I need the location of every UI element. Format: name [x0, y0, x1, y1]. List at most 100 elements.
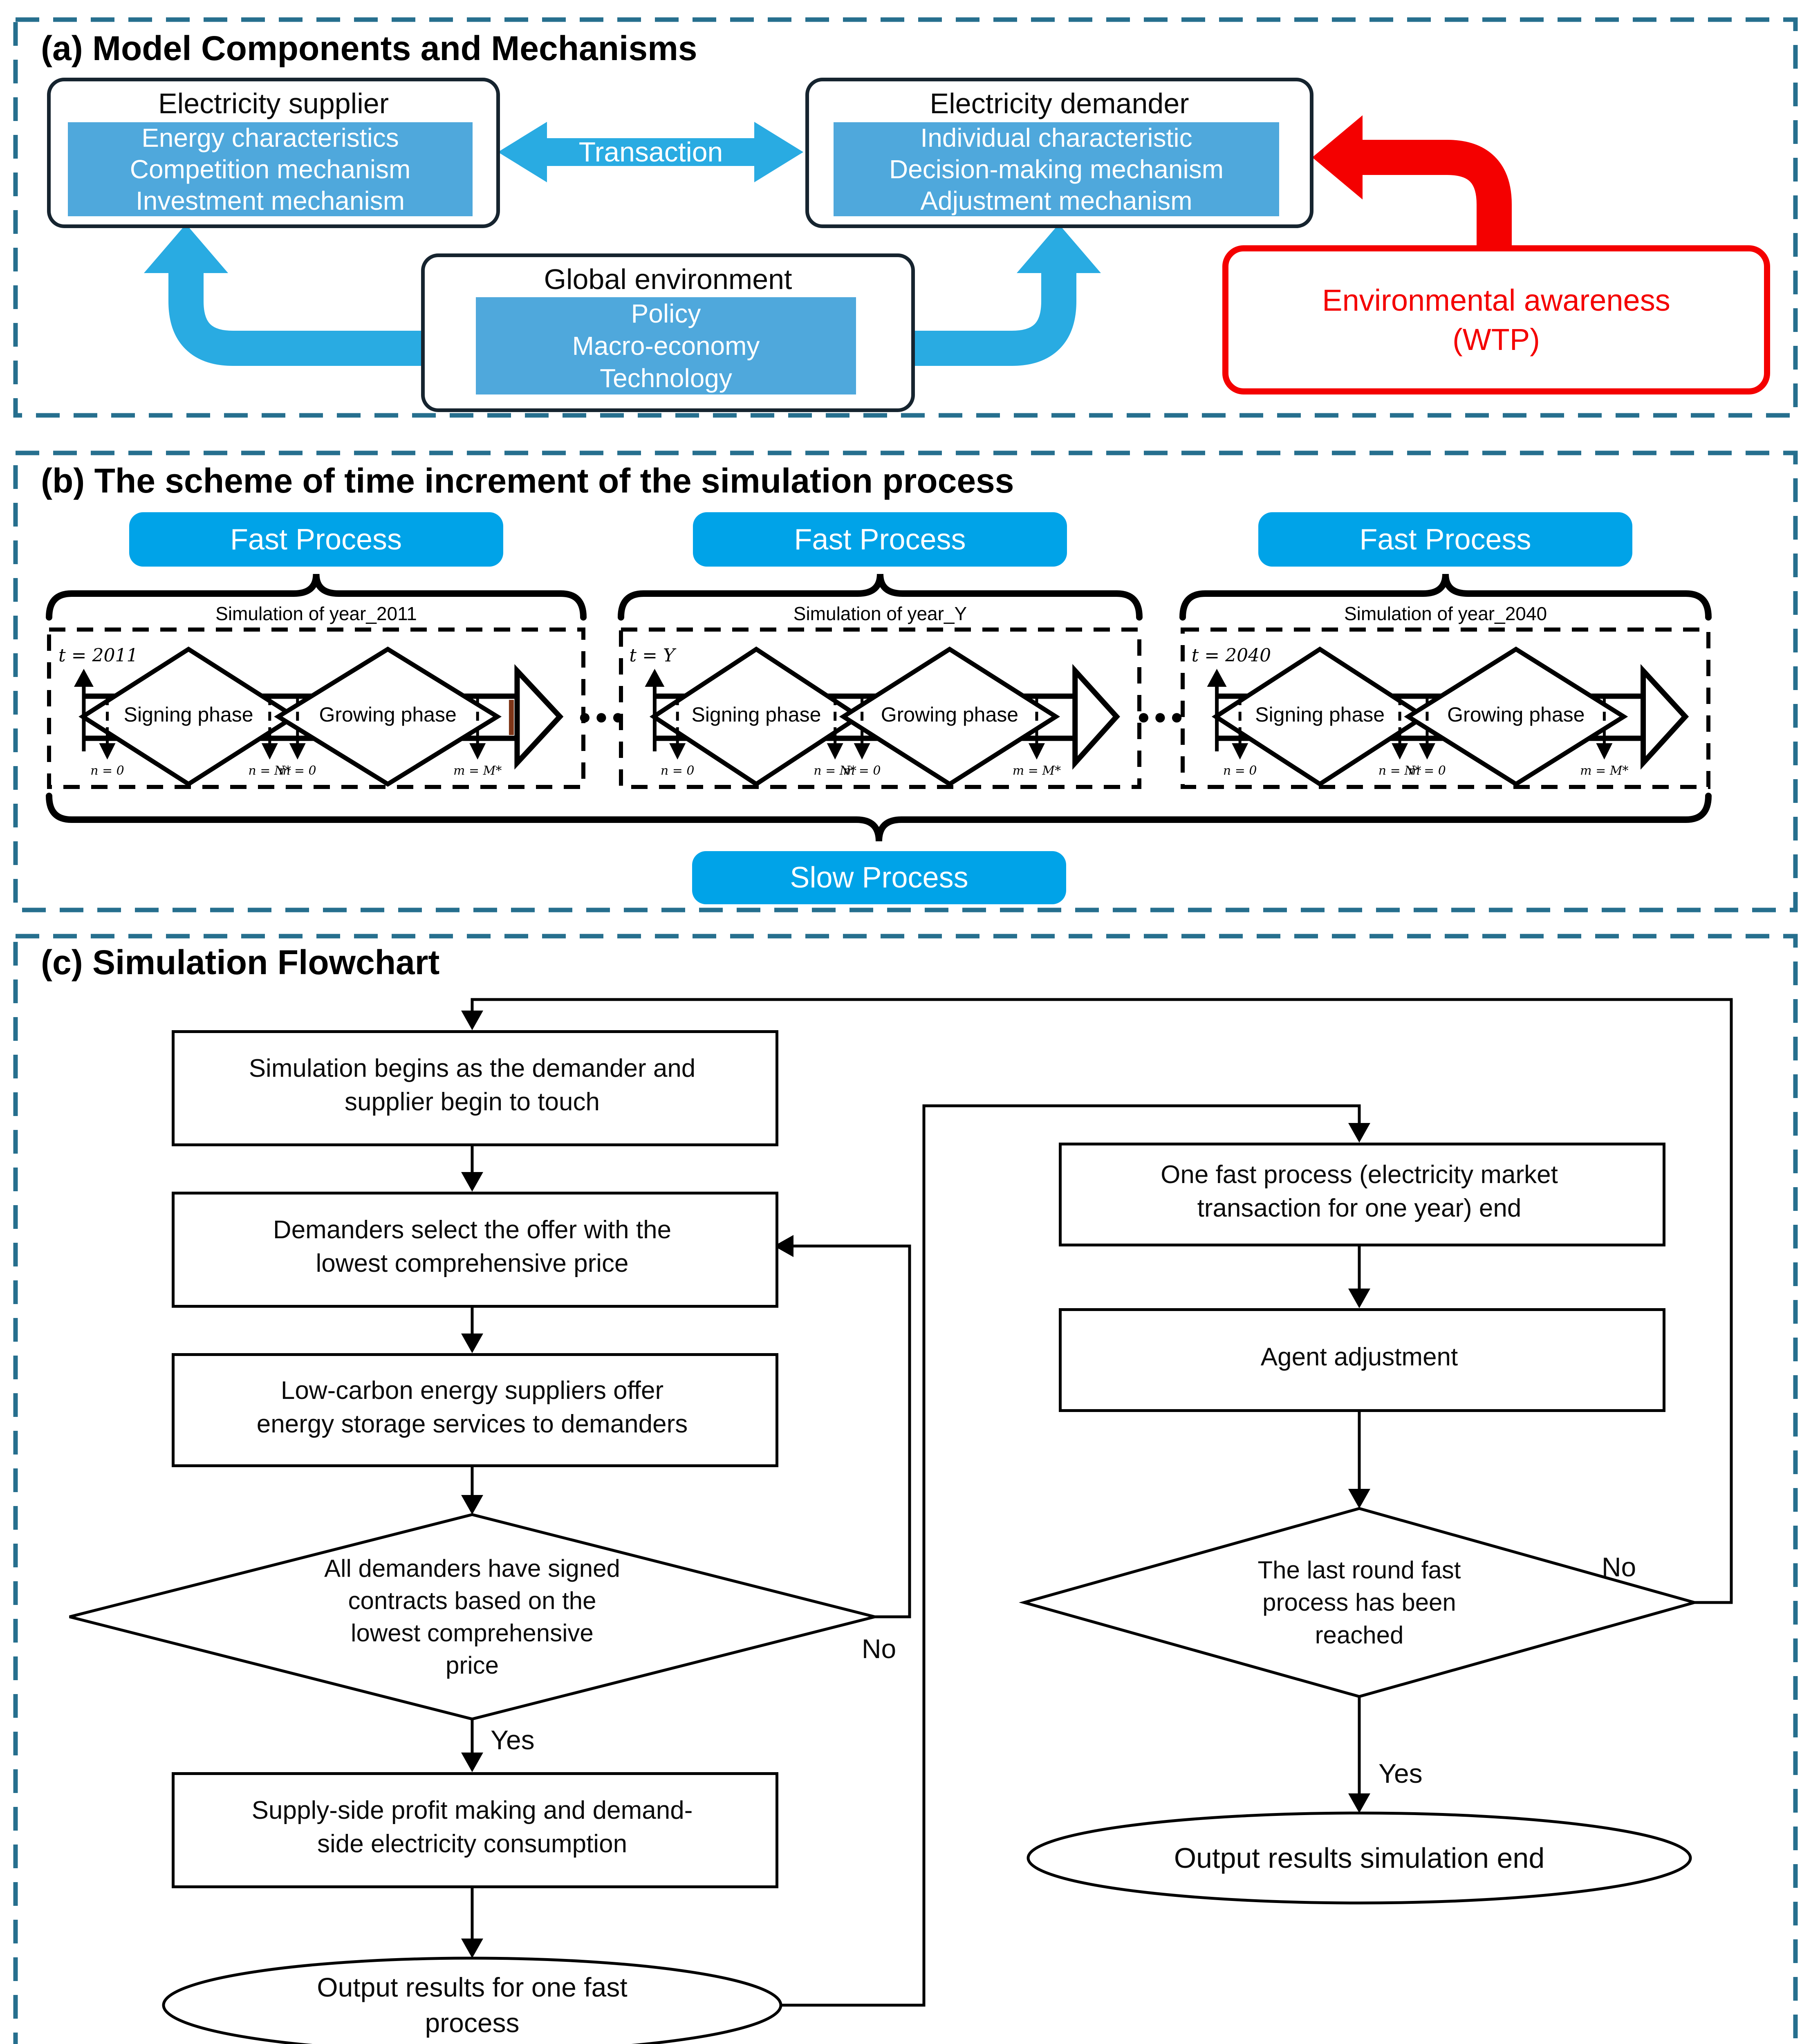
electricity-demander-title: Electricity demander [930, 87, 1189, 119]
fast-process-brace-1 [46, 574, 587, 621]
tick-label-2-2: n = N* [814, 764, 857, 778]
agent-adjustment-box [1059, 1308, 1665, 1412]
tick-label-1-1: n = 0 [90, 764, 124, 778]
tick-arrowhead-3-4 [1596, 743, 1613, 760]
panel-a-title: (a) Model Components and Mechanisms [41, 29, 697, 67]
all-signed-label: All demanders have signed contracts base… [324, 1554, 620, 1679]
fast-process-box-2: Fast Process [693, 512, 1067, 567]
transaction-arrow [498, 122, 803, 182]
tick-label-3-4: m = M* [1580, 764, 1629, 778]
fast-process-box-1: Fast Process [129, 512, 503, 567]
select-offer-box [172, 1192, 778, 1308]
output-fast-label: Output results for one fast process [317, 1972, 628, 2038]
t-label-3: t = 2040 [1191, 645, 1271, 666]
tick-label-2-3: m = 0 [843, 764, 881, 778]
simulation-caption-2: Simulation of year_Y [793, 603, 967, 624]
tick-arrowhead-1-3 [289, 743, 306, 760]
allsigned-no-label: No [861, 1634, 897, 1664]
supplier-item-investment: Investment mechanism [135, 186, 405, 215]
panel-b-border [13, 450, 1798, 912]
supplier-item-competition: Competition mechanism [130, 154, 411, 184]
electricity-supplier-box: Electricity supplier Energy characterist… [47, 78, 500, 228]
timeline-arrowhead-2 [1072, 664, 1120, 770]
transaction-label: Transaction [578, 137, 723, 168]
t-axis-arrowhead-1 [74, 669, 94, 687]
signing-phase-label-3: Signing phase [1255, 703, 1385, 726]
t-axis-arrowhead-2 [645, 669, 665, 687]
tick-arrowhead-1-2 [261, 743, 278, 760]
wtp-to-demander-arrowhead [1312, 115, 1363, 199]
tick-arrowhead-2-3 [854, 743, 870, 760]
edge-allsigned-no-select-arrowhead [774, 1235, 793, 1257]
edge-profit-outputfast-arrowhead [461, 1939, 483, 1958]
tick-arrowhead-3-1 [1232, 743, 1248, 760]
timeline-arrowhead-1 [514, 664, 564, 770]
global-item-technology: Technology [600, 363, 732, 393]
fast-process-box-3: Fast Process [1258, 512, 1632, 567]
tick-arrowhead-2-2 [827, 743, 843, 760]
awareness-line2: (WTP) [1452, 322, 1540, 356]
tick-label-3-1: n = 0 [1223, 764, 1257, 778]
demander-item-adjustment: Adjustment mechanism [920, 186, 1192, 215]
tick-label-1-3: m = 0 [278, 764, 316, 778]
panel-a-border [13, 17, 1798, 418]
timeline-arrowhead-3 [1641, 664, 1689, 770]
signing-phase-label-2: Signing phase [691, 703, 821, 726]
growing-phase-diamond-2 [839, 646, 1060, 787]
fast-process-brace-3 [1179, 574, 1712, 621]
edge-lastround-no-restart-arrowhead [461, 1011, 483, 1030]
edge-lastround-yes-outputend-arrowhead [1348, 1793, 1370, 1813]
global-environment-title: Global environment [544, 263, 792, 295]
begin-box [172, 1030, 778, 1146]
global-to-supplier-arrow [168, 268, 422, 366]
profit-box [172, 1772, 778, 1888]
supplier-mechanisms-panel: Energy characteristics Competition mecha… [68, 122, 473, 216]
t-label-2: t = Y [629, 645, 675, 666]
global-environment-box: Global environment Policy Macro-economy … [421, 253, 915, 412]
tick-label-3-2: n = N* [1378, 764, 1421, 778]
wtp-to-demander-arrow [1361, 140, 1512, 246]
edge-storage-allsigned-arrowhead [461, 1495, 483, 1515]
growing-phase-label-1: Growing phase [319, 703, 457, 726]
electricity-supplier-title: Electricity supplier [158, 87, 389, 119]
tick-arrowhead-2-1 [669, 743, 686, 760]
slow-process-box: Slow Process [692, 851, 1066, 904]
timeline-frame-2 [619, 628, 1141, 789]
tick-arrowhead-3-3 [1419, 743, 1435, 760]
growing-phase-label-2: Growing phase [881, 703, 1019, 726]
edge-outputfast-fastend [781, 1104, 1361, 2007]
simulation-caption-3: Simulation of year_2040 [1344, 603, 1547, 624]
growing-phase-diamond-3 [1404, 646, 1628, 787]
tick-arrowhead-2-4 [1028, 743, 1045, 760]
demander-item-decision: Decision-making mechanism [889, 154, 1224, 184]
global-to-demander-arrow [907, 268, 1076, 366]
edge-fastend-agent-arrowhead [1348, 1289, 1370, 1308]
fast-end-box [1059, 1143, 1665, 1246]
tick-label-3-3: m = 0 [1408, 764, 1446, 778]
begin-label: Simulation begins as the demander and su… [249, 1054, 696, 1116]
agent-adjustment-label: Agent adjustment [1260, 1343, 1458, 1372]
signing-phase-label-1: Signing phase [123, 703, 253, 726]
global-to-supplier-arrowhead [144, 224, 228, 273]
fast-end-label: One fast process (electricity market tra… [1161, 1161, 1558, 1222]
edge-allsigned-no-select [793, 1244, 911, 1618]
profit-label: Supply-side profit making and demand- si… [251, 1796, 693, 1858]
growing-phase-diamond-1 [274, 646, 502, 787]
fast-process-brace-2 [618, 574, 1143, 621]
ellipsis-dots-1: ●●● [578, 704, 628, 729]
growing-phase-label-3: Growing phase [1447, 703, 1585, 726]
tick-label-1-2: n = N* [248, 764, 291, 778]
demander-item-individual: Individual characteristic [920, 123, 1192, 153]
global-item-macro: Macro-economy [572, 331, 760, 361]
tick-arrowhead-1-1 [99, 743, 116, 760]
output-end-label: Output results simulation end [1174, 1842, 1545, 1874]
slow-process-brace [46, 793, 1712, 842]
storage-offer-label: Low-carbon energy suppliers offer energy… [256, 1376, 688, 1438]
t-label-1: t = 2011 [58, 645, 138, 666]
lastround-yes-label: Yes [1378, 1758, 1423, 1788]
global-item-policy: Policy [631, 298, 701, 328]
edge-allsigned-yes-profit-arrowhead [461, 1753, 483, 1772]
timeline-frame-3 [1181, 628, 1710, 789]
